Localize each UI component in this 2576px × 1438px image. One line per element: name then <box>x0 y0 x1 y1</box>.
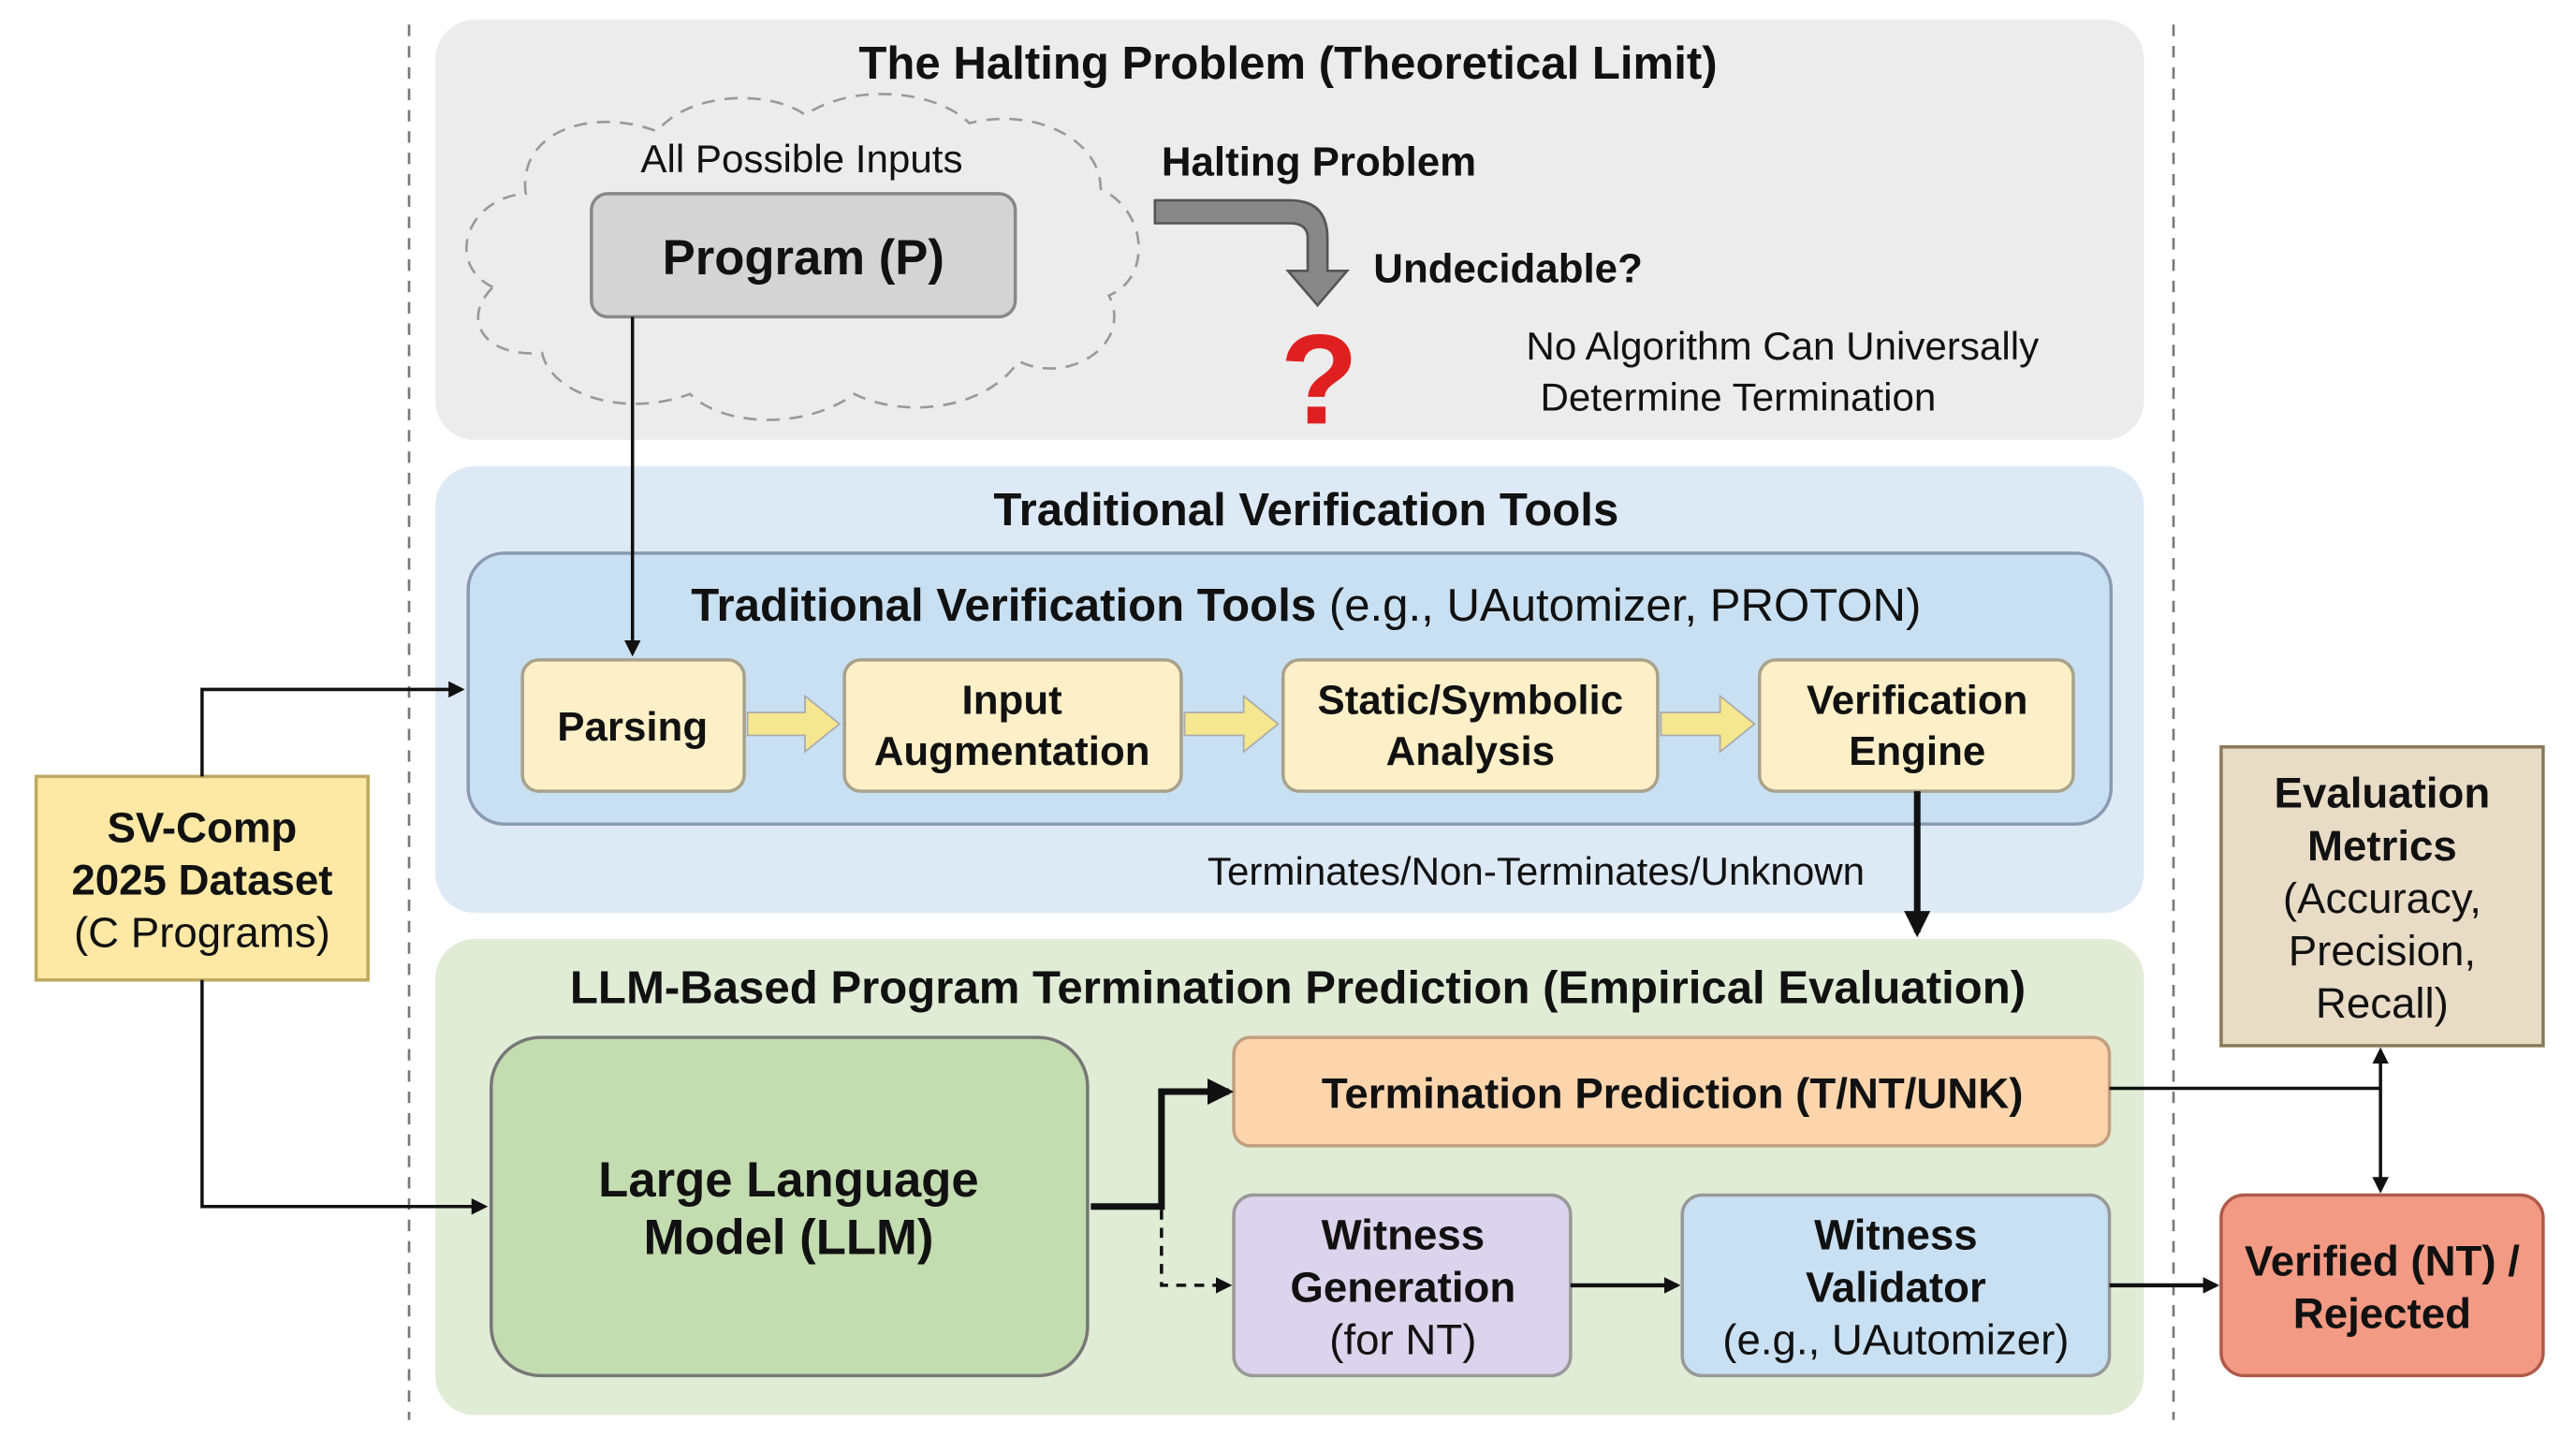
witness-validator-box: Witness Validator (e.g., UAutomizer) <box>1680 1193 2112 1378</box>
step-label: Parsing <box>557 704 708 750</box>
llm-panel: LLM-Based Program Termination Prediction… <box>435 938 2144 1416</box>
output-label: Terminates/Non-Terminates/Unknown <box>1208 849 1865 893</box>
verified-box: Verified (NT) / Rejected <box>2219 1193 2545 1378</box>
inputs-cloud <box>465 93 1140 421</box>
yellow-arrow-icon <box>746 694 842 754</box>
step-label: Analysis <box>1386 728 1555 774</box>
dataset-label: SV-Comp <box>107 804 297 852</box>
dataset-box: SV-Comp 2025 Dataset (C Programs) <box>34 774 370 982</box>
llm-to-prediction-arrow <box>1090 1078 1235 1211</box>
step-label: Verification <box>1807 678 2027 724</box>
dataset-to-traditional-arrow <box>200 681 465 777</box>
metrics-label: (Accuracy, <box>2283 874 2481 922</box>
connectors <box>200 316 2389 1294</box>
traditional-panel: Traditional Verification Tools Tradition… <box>435 465 2144 913</box>
program-label: Program (P) <box>663 230 944 286</box>
verified-label: Rejected <box>2293 1290 2471 1338</box>
step-parsing: Parsing <box>520 658 746 793</box>
yellow-arrow-icon <box>1183 694 1280 754</box>
dataset-label: 2025 Dataset <box>71 857 332 904</box>
step-verification-engine: Verification Engine <box>1757 658 2075 793</box>
cloud-label: All Possible Inputs <box>640 137 962 181</box>
witness-gen-label: Witness <box>1322 1211 1486 1258</box>
step-label: Augmentation <box>874 728 1150 774</box>
llm-label: Large Language <box>598 1152 979 1208</box>
metrics-label: Metrics <box>2307 822 2457 870</box>
witness-gen-label: (for NT) <box>1329 1316 1476 1364</box>
witness-val-label: Validator <box>1806 1263 1986 1311</box>
verified-label: Verified (NT) / <box>2245 1237 2520 1284</box>
undecidable-label: Undecidable? <box>1373 246 1643 292</box>
yellow-arrow-icon <box>1660 694 1756 754</box>
termination-prediction-box: Termination Prediction (T/NT/UNK) <box>1232 1035 2112 1148</box>
witness-gen-label: Generation <box>1290 1263 1515 1311</box>
dataset-to-llm-arrow <box>200 979 489 1215</box>
step-label: Engine <box>1849 728 1985 774</box>
llm-title: LLM-Based Program Termination Prediction… <box>570 962 2026 1013</box>
evaluation-metrics-box: Evaluation Metrics (Accuracy, Precision,… <box>2219 745 2545 1048</box>
traditional-title: Traditional Verification Tools <box>993 485 1618 536</box>
question-mark-icon: ? <box>1281 307 1359 450</box>
note-line-2: Determine Termination <box>1540 374 1936 418</box>
llm-label: Model (LLM) <box>644 1211 934 1266</box>
metrics-label: Recall) <box>2316 979 2449 1027</box>
metrics-label: Precision, <box>2289 927 2476 975</box>
halting-label: Halting Problem <box>1162 139 1476 185</box>
halting-title: The Halting Problem (Theoretical Limit) <box>858 38 1717 89</box>
step-static-symbolic-analysis: Static/Symbolic Analysis <box>1281 658 1660 793</box>
dataset-label: (C Programs) <box>74 909 330 957</box>
program-box <box>590 192 1017 319</box>
step-label: Input <box>962 678 1063 724</box>
metrics-label: Evaluation <box>2275 770 2491 817</box>
step-label: Static/Symbolic <box>1317 678 1623 724</box>
step-input-augmentation: Input Augmentation <box>842 658 1183 793</box>
note-line-1: No Algorithm Can Universally <box>1526 324 2039 368</box>
halting-arrow <box>1153 198 1351 308</box>
prediction-label: Termination Prediction (T/NT/UNK) <box>1322 1070 2024 1118</box>
witness-val-label: Witness <box>1814 1211 1978 1258</box>
traditional-inner-title: Traditional Verification Tools (e.g., UA… <box>691 580 1921 631</box>
inner-title-bold: Traditional Verification Tools <box>691 580 1316 631</box>
llm-box: Large Language Model (LLM) <box>490 1035 1090 1378</box>
witness-val-label: (e.g., UAutomizer) <box>1722 1316 2069 1364</box>
inner-title-rest: (e.g., UAutomizer, PROTON) <box>1316 580 1921 631</box>
llm-to-witness-dashed-arrow <box>1160 1210 1233 1294</box>
witness-generation-box: Witness Generation (for NT) <box>1232 1193 1573 1378</box>
halting-problem-panel: The Halting Problem (Theoretical Limit) … <box>435 20 2144 450</box>
